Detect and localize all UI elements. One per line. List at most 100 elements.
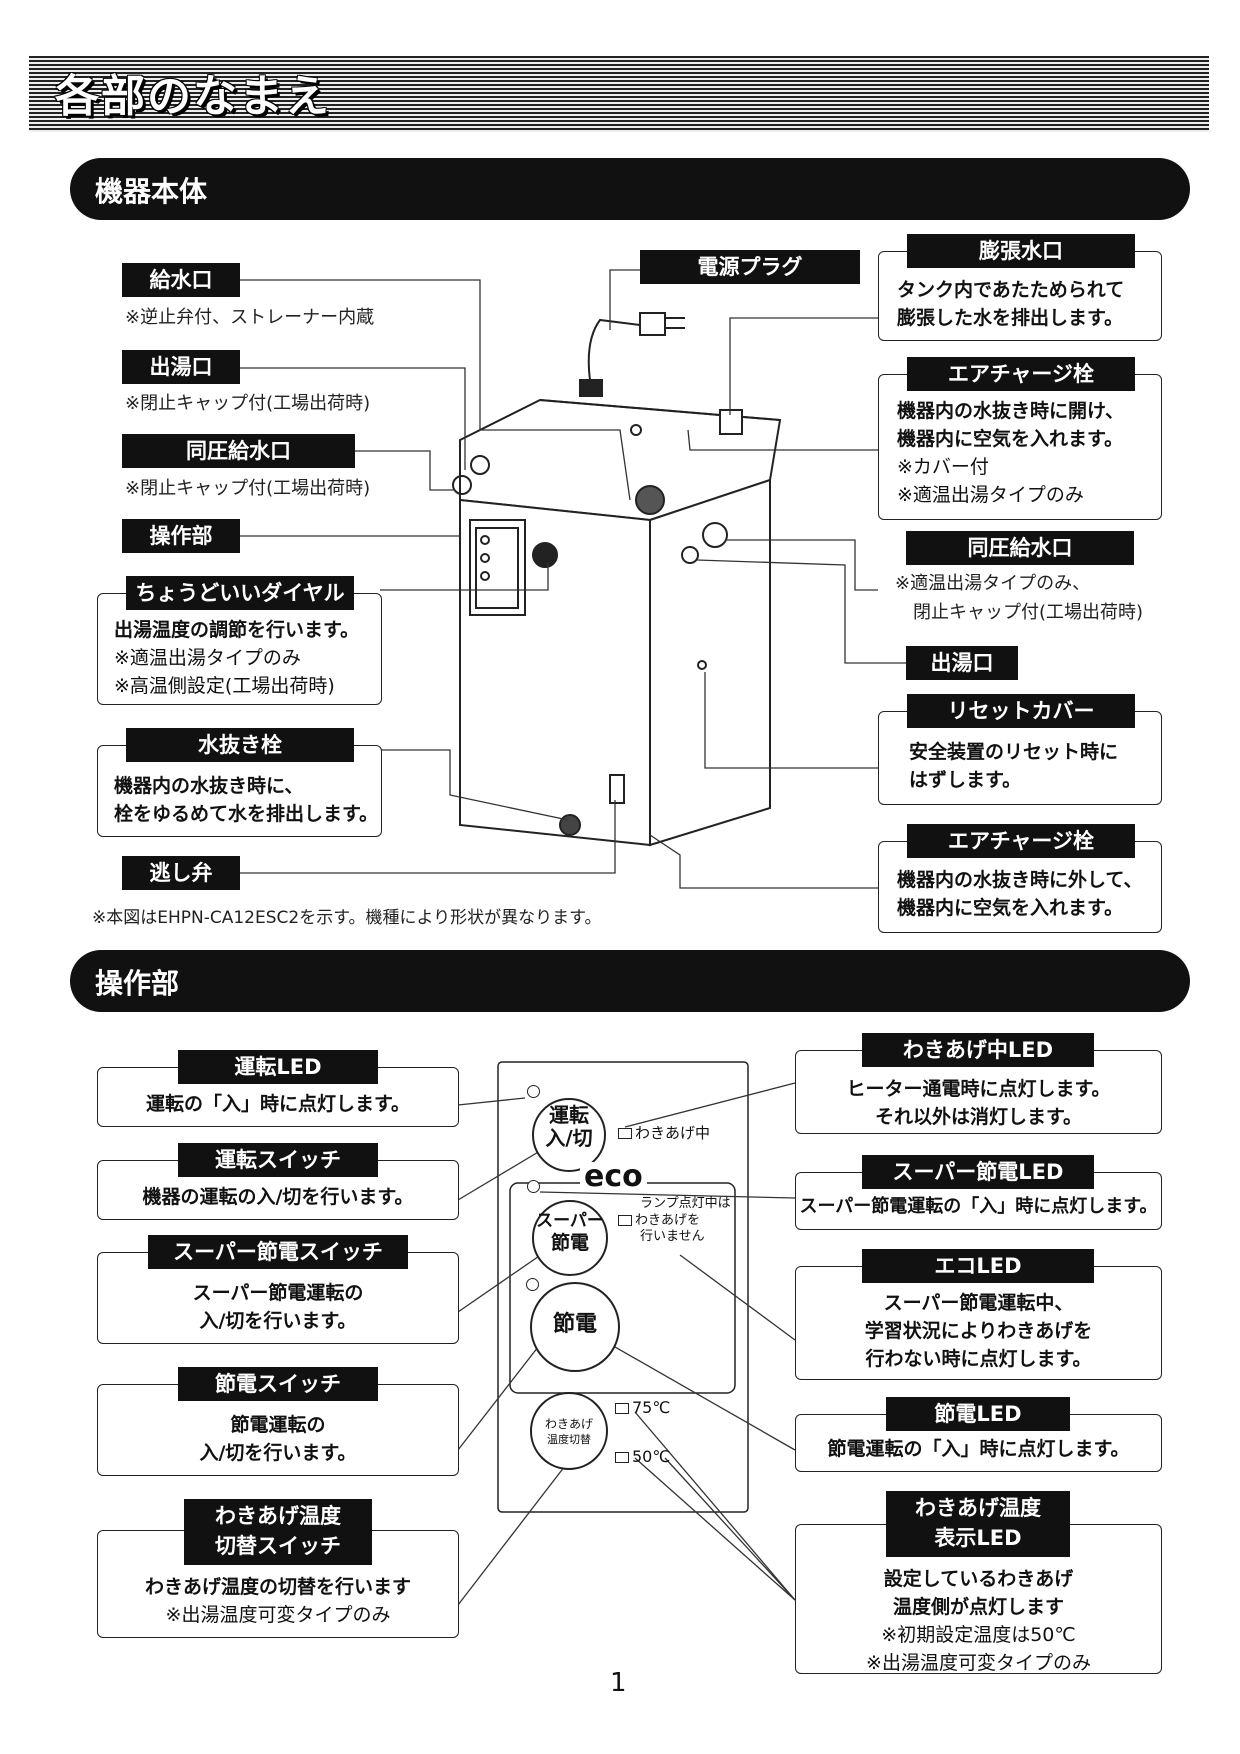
box-saving-switch: 節電スイッチ 節電運転の 入/切を行います。 bbox=[97, 1367, 459, 1476]
label-temp-switch: わきあげ温度 切替スイッチ bbox=[184, 1499, 372, 1565]
operation-led-line1: 運転の「入」時に点灯します。 bbox=[145, 1093, 411, 1115]
box-super-saving-switch: スーパー節電スイッチ スーパー節電運転の 入/切を行います。 bbox=[97, 1235, 459, 1344]
note-water-inlet: ※逆止弁付、ストレーナー内蔵 bbox=[125, 307, 375, 328]
operation-switch-label-1: 運転 bbox=[549, 1103, 589, 1127]
box-super-saving-led: スーパー節電LED スーパー節電運転の「入」時に点灯します。 bbox=[795, 1155, 1162, 1230]
super-switch-line1: スーパー節電運転の bbox=[192, 1282, 364, 1304]
super-saving-label-1: スーパー bbox=[536, 1211, 604, 1231]
wakiage-led-line2: それ以外は消灯します。 bbox=[874, 1106, 1083, 1128]
wakiage-indicator-label: わきあげ中 bbox=[635, 1124, 711, 1142]
note-equal-pressure-inlet-2: ※適温出湯タイプのみ、 閉止キャップ付(工場出荷時) bbox=[895, 569, 1143, 627]
page-title: 各部のなまえ bbox=[55, 71, 331, 122]
temp-50-indicator: 50℃ bbox=[615, 1447, 670, 1466]
label-relief-valve: 逃し弁 bbox=[122, 856, 240, 890]
label-temp-led-1: わきあげ温度 bbox=[915, 1496, 1041, 1520]
section-title-control: 操作部 bbox=[95, 967, 180, 1000]
super-saving-label-2: 節電 bbox=[550, 1232, 589, 1254]
wakiage-indicator: わきあげ中 bbox=[618, 1122, 710, 1143]
super-led-line1: スーパー節電運転の「入」時に点灯します。 bbox=[799, 1196, 1158, 1217]
eco-led-line2: 学習状況によりわきあげを bbox=[864, 1320, 1093, 1342]
air2-line2: 機器内に空気を入れます。 bbox=[897, 897, 1124, 919]
label-air-charge-1: エアチャージ栓 bbox=[907, 357, 1135, 391]
box-air-charge-2: エアチャージ栓 機器内の水抜き時に外して、 機器内に空気を入れます。 bbox=[878, 824, 1162, 933]
temp-switch-button[interactable]: わきあげ 温度切替 bbox=[530, 1392, 608, 1470]
label-super-saving-switch: スーパー節電スイッチ bbox=[148, 1235, 408, 1269]
doatsu2-line2: 閉止キャップ付(工場出荷時) bbox=[913, 602, 1144, 623]
wakiage-led-icon bbox=[618, 1128, 632, 1139]
lamp-note: ランプ点灯中は bbox=[640, 1196, 731, 1212]
eco-logo: eco bbox=[580, 1162, 647, 1192]
label-equal-pressure-inlet-2: 同圧給水口 bbox=[906, 531, 1134, 565]
label-temp-switch-2: 切替スイッチ bbox=[215, 1534, 341, 1558]
reset-line2: はずします。 bbox=[909, 769, 1022, 791]
box-dial: ちょうどいいダイヤル 出湯温度の調節を行います。 ※適温出湯タイプのみ ※高温側… bbox=[97, 576, 382, 705]
reset-line1: 安全装置のリセット時に bbox=[909, 741, 1119, 763]
drain-line2: 栓をゆるめて水を排出します。 bbox=[114, 803, 379, 825]
expansion-line1: タンク内であたためられて bbox=[897, 279, 1125, 301]
label-dial: ちょうどいいダイヤル bbox=[126, 576, 354, 610]
label-temp-led: わきあげ温度 表示LED bbox=[886, 1491, 1070, 1557]
section-bar-unit bbox=[70, 158, 1190, 220]
led-operation bbox=[527, 1085, 540, 1098]
air1-line2: 機器内に空気を入れます。 bbox=[897, 428, 1124, 450]
lamp-note-2: わきあげを bbox=[635, 1213, 701, 1228]
label-power-plug: 電源プラグ bbox=[640, 250, 860, 284]
label-temp-led-2: 表示LED bbox=[934, 1526, 1022, 1550]
label-eco-led: エコLED bbox=[862, 1249, 1094, 1283]
label-equal-pressure-inlet: 同圧給水口 bbox=[122, 434, 355, 468]
box-temp-switch: わきあげ温度 切替スイッチ わきあげ温度の切替を行います ※出湯温度可変タイプの… bbox=[97, 1499, 459, 1638]
operation-switch-label-2: 入/切 bbox=[545, 1126, 593, 1150]
title-banner bbox=[29, 56, 1209, 132]
label-reset-cover: リセットカバー bbox=[907, 694, 1135, 728]
saving-led-line1: 節電運転の「入」時に点灯します。 bbox=[827, 1438, 1130, 1460]
label-saving-led: 節電LED bbox=[886, 1397, 1070, 1431]
label-expansion-outlet: 膨張水口 bbox=[907, 234, 1135, 268]
label-control-unit: 操作部 bbox=[122, 519, 240, 553]
label-water-inlet: 給水口 bbox=[122, 263, 240, 297]
temp-50-label: 50℃ bbox=[632, 1447, 671, 1466]
super-switch-line2: 入/切を行います。 bbox=[199, 1310, 357, 1332]
footnote-model: ※本図はEHPN-CA12ESC2を示す。機種により形状が異なります。 bbox=[92, 908, 602, 928]
page-number: 1 bbox=[610, 1668, 627, 1698]
wakiage-led-line1: ヒーター通電時に点灯します。 bbox=[846, 1078, 1111, 1100]
label-hot-outlet-2: 出湯口 bbox=[906, 646, 1018, 680]
label-temp-switch-1: わきあげ温度 bbox=[215, 1504, 341, 1528]
box-expansion-outlet: 膨張水口 タンク内であたためられて 膨張した水を排出します。 bbox=[878, 234, 1162, 341]
section-bar-control bbox=[70, 950, 1190, 1012]
air1-line1: 機器内の水抜き時に開け、 bbox=[897, 400, 1125, 422]
temp-led-line1: 設定しているわきあげ bbox=[883, 1568, 1074, 1590]
lamp-note-3: 行いません bbox=[640, 1229, 705, 1244]
saving-switch-line1: 節電運転の bbox=[230, 1414, 326, 1436]
temp-led-line3: ※初期設定温度は50℃ bbox=[881, 1624, 1076, 1646]
label-wakiage-led: わきあげ中LED bbox=[862, 1033, 1094, 1067]
saving-switch-button[interactable]: 節電 bbox=[530, 1282, 620, 1372]
super-saving-switch-button[interactable]: スーパー 節電 bbox=[532, 1200, 608, 1276]
dial-line1: 出湯温度の調節を行います。 bbox=[114, 619, 360, 641]
label-air-charge-2: エアチャージ栓 bbox=[907, 824, 1135, 858]
temp-75-indicator: 75℃ bbox=[615, 1398, 670, 1417]
dial-line2: ※適温出湯タイプのみ bbox=[114, 647, 301, 669]
section-title-unit: 機器本体 bbox=[95, 175, 208, 208]
led-saving bbox=[526, 1278, 539, 1291]
box-air-charge-1: エアチャージ栓 機器内の水抜き時に開け、 機器内に空気を入れます。 ※カバー付 … bbox=[878, 357, 1162, 520]
label-super-saving-led: スーパー節電LED bbox=[862, 1155, 1094, 1189]
operation-switch-line1: 機器の運転の入/切を行います。 bbox=[142, 1186, 414, 1208]
eco-led-line1: スーパー節電運転中、 bbox=[883, 1292, 1074, 1314]
eco-led-line3: 行わない時に点灯します。 bbox=[865, 1348, 1092, 1370]
temp-led-line4: ※出湯温度可変タイプのみ bbox=[866, 1652, 1091, 1674]
label-operation-led: 運転LED bbox=[178, 1050, 378, 1084]
operation-switch-button[interactable]: 運転 入/切 bbox=[532, 1098, 606, 1172]
note-hot-outlet: ※閉止キャップ付(工場出荷時) bbox=[125, 393, 371, 414]
box-operation-led: 運転LED 運転の「入」時に点灯します。 bbox=[97, 1050, 459, 1127]
air1-line4: ※適温出湯タイプのみ bbox=[897, 484, 1084, 506]
box-wakiage-led: わきあげ中LED ヒーター通電時に点灯します。 それ以外は消灯します。 bbox=[795, 1033, 1162, 1134]
temp-switch-line2: ※出湯温度可変タイプのみ bbox=[165, 1604, 391, 1626]
label-hot-outlet: 出湯口 bbox=[122, 350, 240, 384]
temp-75-led-icon bbox=[615, 1403, 629, 1414]
air2-line1: 機器内の水抜き時に外して、 bbox=[897, 869, 1143, 891]
temp-led-line2: 温度側が点灯します bbox=[892, 1596, 1064, 1618]
led-super-saving bbox=[527, 1180, 540, 1193]
drain-line1: 機器内の水抜き時に、 bbox=[114, 775, 304, 797]
temp-50-led-icon bbox=[615, 1452, 629, 1463]
